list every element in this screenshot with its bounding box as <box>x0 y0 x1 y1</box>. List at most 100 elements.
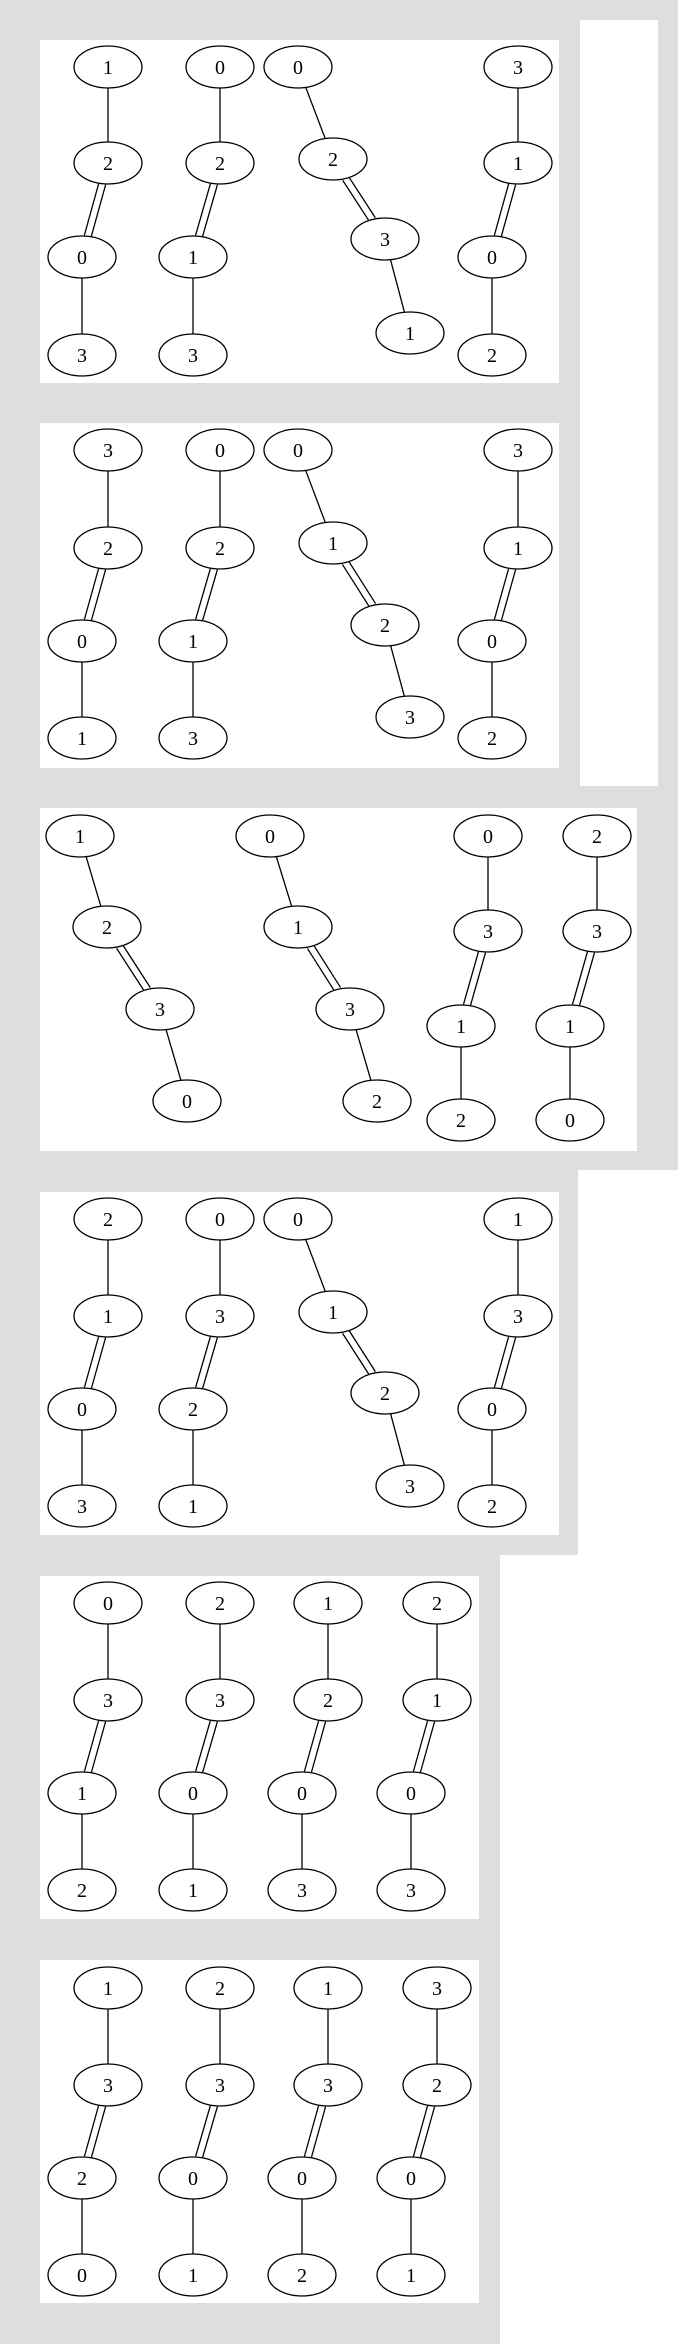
graph-node: 2 <box>267 2253 337 2297</box>
node-label: 2 <box>456 1110 466 1132</box>
node-ellipse <box>483 1294 553 1338</box>
node-ellipse <box>267 1771 337 1815</box>
node-ellipse <box>483 1197 553 1241</box>
node-ellipse <box>376 2253 446 2297</box>
node-label: 3 <box>513 440 523 462</box>
node-ellipse <box>47 2253 117 2297</box>
node-ellipse <box>125 987 195 1031</box>
node-label: 3 <box>103 2075 113 2097</box>
node-label: 0 <box>487 1399 497 1421</box>
node-label: 3 <box>345 999 355 1021</box>
graph-group-panel <box>40 423 559 768</box>
graph-node: 2 <box>185 526 255 570</box>
double-edge-line <box>195 1719 212 1772</box>
double-edge-line <box>306 948 336 992</box>
node-ellipse <box>47 619 117 663</box>
node-ellipse <box>483 428 553 472</box>
node-ellipse <box>47 716 117 760</box>
node-label: 0 <box>188 1783 198 1805</box>
graph-node: 2 <box>457 1484 527 1528</box>
double-edge-line <box>90 569 107 622</box>
node-label: 1 <box>513 1209 523 1231</box>
graph-node: 2 <box>457 333 527 377</box>
node-label: 3 <box>432 1978 442 2000</box>
node-ellipse <box>263 1197 333 1241</box>
graph-node: 2 <box>457 716 527 760</box>
node-ellipse <box>47 1771 117 1815</box>
edge-line <box>305 470 326 523</box>
graph-node: 2 <box>47 1868 117 1912</box>
node-ellipse <box>453 814 523 858</box>
node-label: 3 <box>77 1496 87 1518</box>
node-ellipse <box>350 217 420 261</box>
double-edge-line <box>201 1337 218 1390</box>
node-ellipse <box>483 45 553 89</box>
node-ellipse <box>152 1079 222 1123</box>
node-ellipse <box>535 1004 605 1048</box>
node-ellipse <box>457 1387 527 1431</box>
node-label: 0 <box>487 247 497 269</box>
node-ellipse <box>293 2063 363 2107</box>
graph-node: 1 <box>158 619 228 663</box>
panel-layer <box>40 40 637 2303</box>
graph-node: 1 <box>375 311 445 355</box>
graph-node: 3 <box>47 333 117 377</box>
node-ellipse <box>158 2156 228 2200</box>
double-edge-line <box>347 560 377 604</box>
edge-layer <box>81 87 598 2254</box>
graph-node: 1 <box>73 1966 143 2010</box>
node-ellipse <box>185 45 255 89</box>
node-ellipse <box>158 1484 228 1528</box>
graph-node: 3 <box>125 987 195 1031</box>
node-label: 2 <box>102 917 112 939</box>
node-label: 2 <box>380 1383 390 1405</box>
node-ellipse <box>158 716 228 760</box>
graph-group-panel <box>40 1192 559 1535</box>
node-ellipse <box>47 1387 117 1431</box>
node-label: 2 <box>432 1593 442 1615</box>
graph-node: 1 <box>47 1771 117 1815</box>
node-label: 2 <box>103 153 113 175</box>
double-edge-line <box>195 1335 212 1388</box>
node-ellipse <box>293 1678 363 1722</box>
graph-node: 1 <box>293 1581 363 1625</box>
graph-node: 2 <box>185 141 255 185</box>
node-label: 2 <box>215 1593 225 1615</box>
graph-node: 1 <box>158 1484 228 1528</box>
node-ellipse <box>402 1581 472 1625</box>
graph-node: 3 <box>185 1294 255 1338</box>
node-label: 1 <box>513 153 523 175</box>
edge-line <box>85 856 102 907</box>
double-edge-line <box>493 182 510 236</box>
node-label: 2 <box>487 1496 497 1518</box>
node-ellipse <box>73 428 143 472</box>
graph-node: 2 <box>158 1387 228 1431</box>
node-ellipse <box>402 2063 472 2107</box>
graph-node: 0 <box>453 814 523 858</box>
graph-node: 2 <box>298 137 368 181</box>
node-ellipse <box>342 1079 412 1123</box>
double-edge-line <box>83 2104 100 2157</box>
node-label: 1 <box>188 2265 198 2287</box>
node-ellipse <box>375 695 445 739</box>
edge-line <box>389 259 406 313</box>
node-ellipse <box>73 45 143 89</box>
graph-node: 3 <box>185 2063 255 2107</box>
double-edge-line <box>121 944 151 988</box>
node-ellipse <box>73 1581 143 1625</box>
double-edge-line <box>310 2106 327 2159</box>
node-ellipse <box>376 1868 446 1912</box>
node-label: 1 <box>405 323 415 345</box>
double-edge-line <box>419 1721 436 1774</box>
graph-node: 1 <box>426 1004 496 1048</box>
graph-node: 3 <box>375 1464 445 1508</box>
node-label: 0 <box>297 1783 307 1805</box>
edge-line <box>305 1239 326 1292</box>
node-ellipse <box>263 45 333 89</box>
graph-node: 1 <box>45 814 115 858</box>
cluster-top-inner-area <box>580 20 658 786</box>
node-label: 1 <box>406 2265 416 2287</box>
node-label: 0 <box>293 1209 303 1231</box>
node-label: 0 <box>487 631 497 653</box>
node-label: 2 <box>380 615 390 637</box>
